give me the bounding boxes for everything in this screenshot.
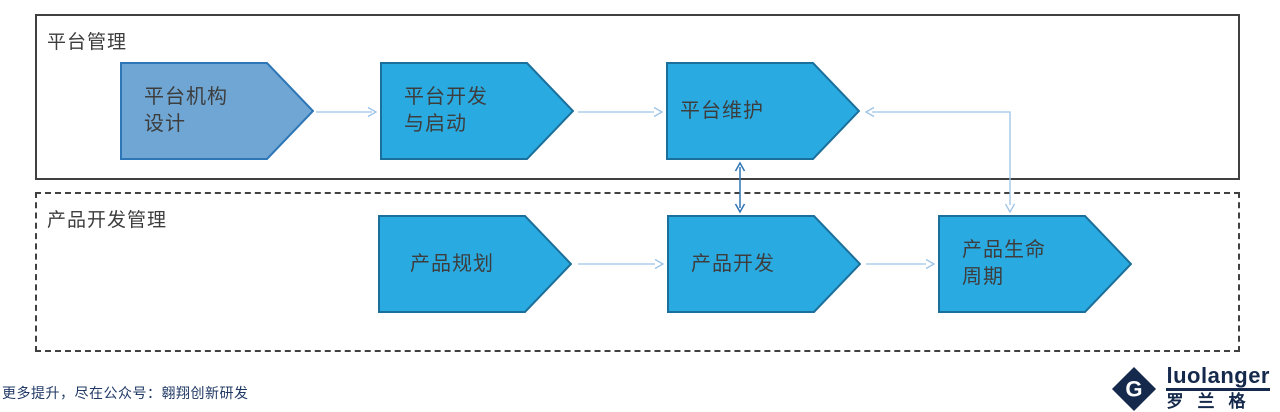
node-product-planning: 产品规划 xyxy=(378,215,572,313)
chevron-shape xyxy=(380,62,574,160)
footer-promo-text: 更多提升，尽在公众号：翱翔创新研发 xyxy=(2,385,249,401)
node-label: 产品生命 周期 xyxy=(962,239,1046,288)
node-platform-dev-launch: 平台开发 与启动 xyxy=(380,62,574,160)
node-platform-structure-design: 平台机构 设计 xyxy=(120,62,314,160)
group-platform-label: 平台管理 xyxy=(47,32,128,53)
group-product-dev-management: 产品开发管理 xyxy=(35,192,1240,352)
chevron-shape xyxy=(938,215,1132,313)
group-product-label: 产品开发管理 xyxy=(47,210,168,231)
chevron-shape xyxy=(667,215,861,313)
node-product-lifecycle: 产品生命 周期 xyxy=(938,215,1132,313)
node-label: 平台机构 设计 xyxy=(144,86,228,135)
svg-text:G: G xyxy=(1126,377,1143,402)
node-label: 产品规划 xyxy=(410,252,494,275)
chevron-shape xyxy=(378,215,572,313)
logo-latin-name: luolanger xyxy=(1166,365,1270,391)
chevron-shape xyxy=(120,62,314,160)
node-platform-maintenance: 平台维护 xyxy=(666,62,860,160)
brand-logo: G luolanger 罗兰格 xyxy=(1111,365,1270,412)
diamond-logo-icon: G xyxy=(1112,366,1157,412)
logo-text: luolanger 罗兰格 xyxy=(1166,365,1270,412)
logo-chinese-name: 罗兰格 xyxy=(1166,392,1260,411)
group-platform-management: 平台管理 xyxy=(35,14,1240,180)
node-label: 平台维护 xyxy=(680,99,764,122)
node-label: 产品开发 xyxy=(691,252,775,275)
chevron-shape xyxy=(666,62,860,160)
node-label: 平台开发 与启动 xyxy=(404,86,488,135)
node-product-development: 产品开发 xyxy=(667,215,861,313)
